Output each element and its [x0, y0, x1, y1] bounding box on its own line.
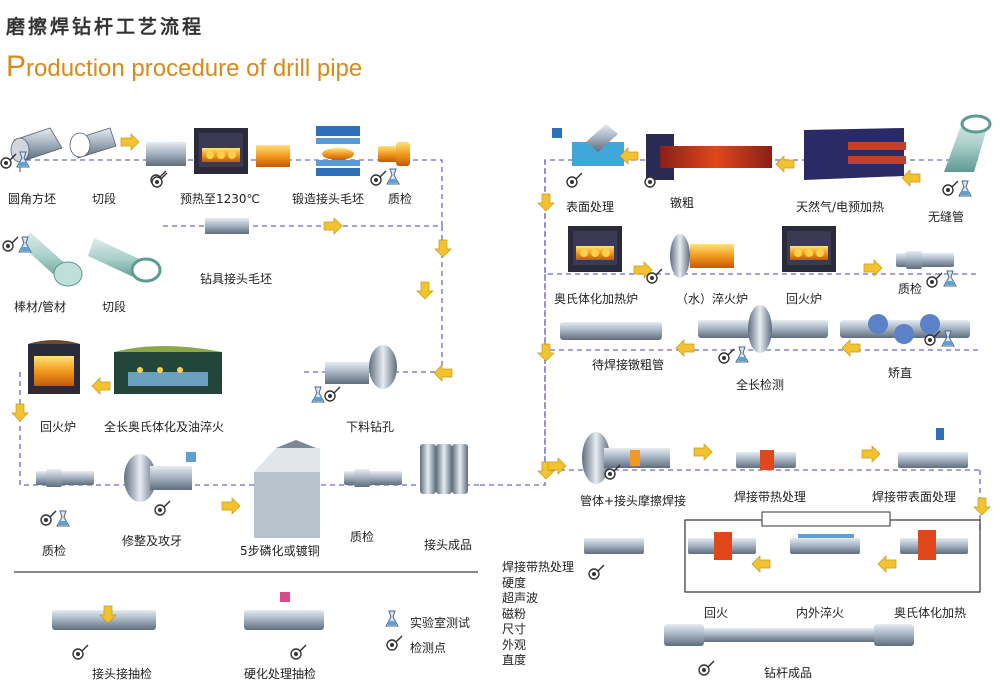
inspection-list: 焊接带热处理 硬度 超声波 磁粉 尺寸 外观 直度 — [502, 560, 574, 669]
step-qc-2: 质检 — [42, 544, 67, 558]
step-qc-4: 质检 — [898, 282, 923, 296]
step-water-quench: （水）淬火炉 — [676, 292, 749, 306]
step-austen-quench: 全长奥氏体化及油淬火 — [104, 420, 225, 434]
full-length-inspection-icon — [698, 305, 828, 353]
step-surface: 表面处理 — [566, 200, 615, 214]
step-preheat: 预热至1230℃ — [180, 192, 261, 206]
step-trim: 修整及攻牙 — [122, 534, 183, 548]
joint-finished-icon — [420, 444, 468, 494]
diagram-title-cn: 磨擦焊钻杆工艺流程 — [6, 16, 205, 38]
step-temper-3: 回火 — [704, 606, 729, 620]
step-friction-weld: 管体+接头摩擦焊接 — [580, 494, 687, 508]
hot-billet-icon — [256, 145, 290, 167]
inspection-item: 焊接带热处理 — [502, 560, 575, 574]
upsetting-icon — [646, 134, 772, 180]
austenitize-heat-icon — [900, 530, 968, 560]
step-joint-done: 接头成品 — [424, 538, 473, 552]
step-weld-heat: 焊接带热处理 — [734, 490, 807, 504]
step-cut-2: 切段 — [102, 300, 127, 314]
step-weld-surface: 焊接带表面处理 — [872, 490, 957, 504]
step-gas-heat: 天然气/电预加热 — [796, 200, 885, 214]
temper-furnace-1-icon — [28, 340, 80, 394]
inner-outer-quench-icon — [790, 534, 860, 554]
drill-pipe-icon — [664, 624, 914, 646]
step-qc-3: 质检 — [350, 530, 375, 544]
step-bar: 棒材/管材 — [14, 300, 67, 314]
inspection-item: 超声波 — [502, 591, 539, 605]
billet-icon — [146, 142, 186, 166]
joint-qc-icon — [36, 469, 94, 487]
joint-qc-2-icon — [344, 469, 402, 487]
cut-billet-icon — [69, 127, 117, 159]
step-qc-1: 质检 — [388, 192, 413, 206]
title-en-rest: roduction procedure of drill pipe — [26, 55, 363, 82]
weld-heat-icon — [736, 450, 796, 470]
step-upset: 镦粗 — [670, 196, 695, 210]
step-phosphate: 5步磷化或镀铜 — [240, 544, 320, 558]
step-forge: 锻造接头毛坯 — [292, 192, 365, 206]
legend-lab-test: 实验室测试 — [410, 616, 471, 630]
inspection-item: 尺寸 — [502, 622, 527, 636]
step-inner-outer: 内外淬火 — [796, 606, 845, 620]
step-seamless: 无缝管 — [928, 210, 965, 224]
legend-joint-sample: 接头接抽检 — [92, 667, 153, 681]
title-en-first-letter: P — [6, 50, 27, 83]
friction-weld-icon — [582, 432, 670, 484]
gas-preheat-icon — [804, 128, 906, 180]
qc-pipe-icon — [896, 251, 954, 269]
diagram-title-en: Production procedure of drill pipe — [6, 50, 362, 84]
step-blank: 钻具接头毛坯 — [200, 272, 273, 286]
legend-joint-sample-icon — [52, 605, 156, 630]
inspection-item: 外观 — [502, 637, 527, 652]
blank-icon — [205, 218, 249, 234]
legend-harden-sample: 硬化处理抽检 — [244, 667, 317, 681]
weld-surface-icon — [898, 428, 968, 468]
temper-tube-icon — [584, 538, 644, 554]
step-cut-1: 切段 — [92, 192, 117, 206]
inspection-item: 磁粉 — [502, 606, 527, 621]
temper-3-icon — [688, 532, 756, 560]
inspection-item: 直度 — [502, 653, 527, 667]
phosphate-tank-icon — [254, 440, 320, 538]
surface-treatment-icon — [552, 124, 624, 166]
upset-pipe-icon — [560, 322, 662, 340]
legend-harden-sample-icon — [244, 592, 324, 630]
step-temper-1: 回火炉 — [40, 420, 77, 434]
step-austen-heat: 奥氏体化加热 — [894, 606, 967, 620]
tube-cut-icon — [88, 238, 162, 283]
forged-blank-icon — [378, 142, 410, 166]
round-billet-icon — [10, 127, 63, 163]
quench-line-icon — [114, 346, 222, 394]
water-quench-icon — [670, 234, 734, 278]
inspection-item: 硬度 — [502, 575, 527, 590]
step-straighten: 矫直 — [888, 366, 913, 380]
legend-check-point: 检测点 — [410, 641, 447, 655]
step-drill: 下料钻孔 — [346, 420, 395, 434]
seamless-pipe-icon — [944, 114, 992, 172]
step-wait-weld: 待焊接镦粗管 — [592, 358, 665, 372]
step-full-inspect: 全长检测 — [736, 378, 785, 392]
bar-icon — [22, 232, 83, 287]
forging-press-icon — [316, 126, 360, 176]
drilling-machine-icon — [325, 345, 397, 389]
step-austen-furnace: 奥氏体化加热炉 — [554, 292, 639, 306]
step-drill-pipe: 钻杆成品 — [764, 666, 813, 680]
threading-machine-icon — [124, 452, 196, 502]
step-temper-2: 回火炉 — [786, 292, 823, 306]
step-round-billet: 圆角方坯 — [8, 192, 57, 206]
